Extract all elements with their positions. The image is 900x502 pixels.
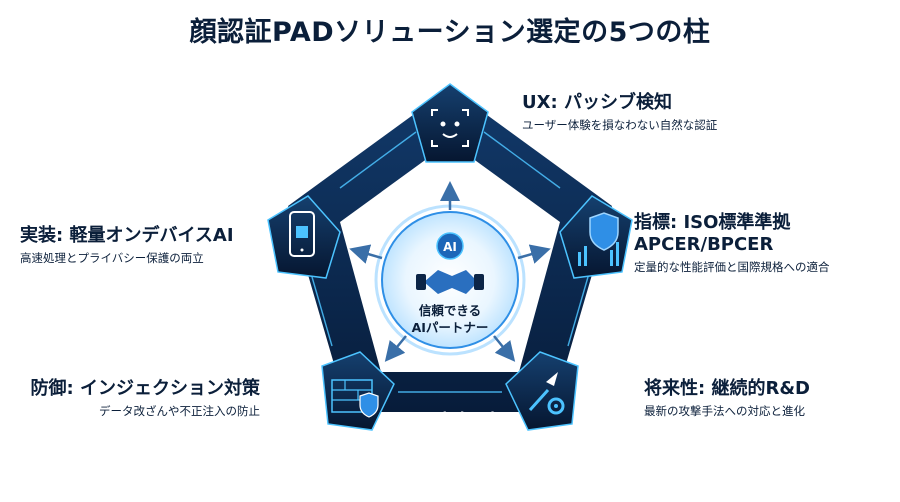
brand-by: by TECHNODIGITAL [401, 443, 499, 454]
node-future [505, 351, 579, 431]
shield-chart-icon [578, 212, 619, 266]
pillar-ux-sub: ユーザー体験を損なわない自然な認証 [522, 118, 718, 132]
node-metrics [559, 195, 633, 279]
pillar-future-sub: 最新の攻撃手法への対応と進化 [644, 404, 805, 418]
pillar-metrics-heading2: APCER/BPCER [634, 234, 774, 255]
pillar-metrics-label: 指標: ISO標準準拠 APCER/BPCER 定量的な性能評価と国際規格への適… [634, 212, 830, 275]
node-ux [411, 83, 489, 163]
center-arrows [349, 181, 551, 362]
pillar-defense-sub: データ改ざんや不正注入の防止 [99, 404, 260, 418]
ai-icon-text: AI [443, 240, 457, 254]
node-defense [321, 351, 395, 431]
pentagon-band [288, 88, 612, 412]
pillar-future-heading: 将来性: 継続的R&D [644, 378, 810, 399]
pillar-metrics-heading: 指標: ISO標準準拠 [634, 212, 791, 233]
brand-tagline: AIで 知識をビジネスへ。 [393, 463, 507, 474]
pillar-impl-heading: 実装: 軽量オンデバイスAI [20, 225, 234, 246]
face-scan-icon [431, 109, 469, 147]
center-label: 信頼できる AIパートナー [392, 302, 508, 336]
center-line2: AIパートナー [411, 320, 489, 335]
pillar-impl-label: 実装: 軽量オンデバイスAI 高速処理とプライバシー保護の両立 [20, 225, 234, 266]
pillar-defense-label: 防御: インジェクション対策 データ改ざんや不正注入の防止 [31, 378, 260, 419]
pillar-future-label: 将来性: 継続的R&D 最新の攻撃手法への対応と進化 [644, 378, 810, 419]
pillar-defense-heading: 防御: インジェクション対策 [30, 378, 260, 399]
pillar-metrics-sub: 定量的な性能評価と国際規格への適合 [634, 260, 830, 274]
handshake-icon [416, 270, 484, 294]
pillar-ux-label: UX: パッシブ検知 ユーザー体験を損なわない自然な認証 [522, 92, 717, 133]
center-line1: 信頼できる [418, 303, 482, 318]
brand-name: AI KnowledgeFlow [385, 409, 515, 424]
ai-brain-icon: AI [436, 232, 464, 260]
rocket-gear-icon [528, 372, 565, 415]
page-title: 顔認証PADソリューション選定の5つの柱 [189, 17, 711, 48]
node-impl [267, 195, 341, 279]
pillar-impl-sub: 高速処理とプライバシー保護の両立 [20, 251, 204, 265]
phone-chip-icon [289, 211, 315, 257]
band-glow-lines [309, 131, 591, 393]
firewall-shield-icon [331, 379, 379, 418]
brand-block: AI KnowledgeFlow by TECHNODIGITAL AIで 知識… [360, 408, 540, 476]
pillar-ux-heading: UX: パッシブ検知 [522, 92, 672, 113]
